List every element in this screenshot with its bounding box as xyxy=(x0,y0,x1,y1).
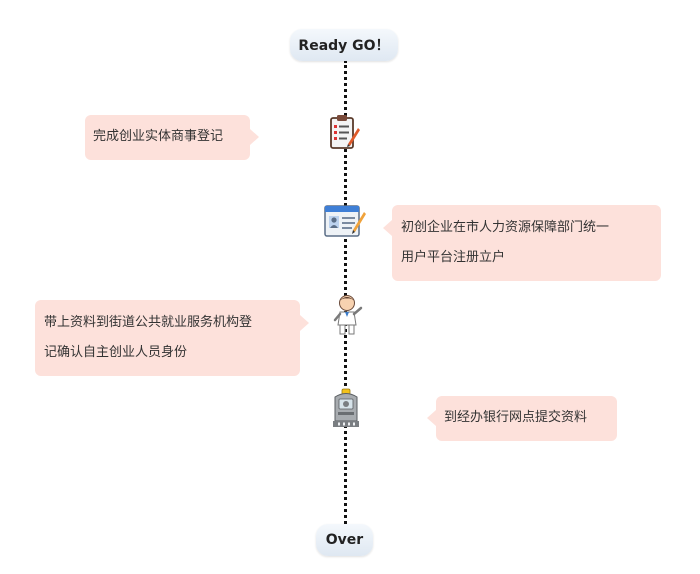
id-card-pen-icon xyxy=(323,200,367,240)
step-3-text-line-1: 带上资料到街道公共就业服务机构登 xyxy=(44,315,253,330)
bubble-pointer xyxy=(427,410,436,426)
start-label: Ready GO！ xyxy=(298,38,390,54)
step-4-bubble: 到经办银行网点提交资料 xyxy=(427,396,617,441)
start-node: Ready GO！ xyxy=(290,29,398,61)
bubble-pointer xyxy=(383,220,392,236)
step-1-bubble: 完成创业实体商事登记 xyxy=(85,115,259,160)
step-4-text: 到经办银行网点提交资料 xyxy=(444,410,588,425)
bubble-pointer xyxy=(250,129,259,145)
step-3-text-line-2: 记确认自主创业人员身份 xyxy=(44,345,188,360)
end-node: Over xyxy=(316,524,373,556)
step-2-text-line-1: 初创企业在市人力资源保障部门统一 xyxy=(401,220,610,235)
person-icon xyxy=(332,293,364,337)
end-label: Over xyxy=(325,532,364,548)
step-1-text: 完成创业实体商事登记 xyxy=(93,129,224,144)
bank-atm-icon xyxy=(329,387,361,429)
step-2-bubble: 初创企业在市人力资源保障部门统一 用户平台注册立户 xyxy=(383,205,661,281)
timeline-dotted-line xyxy=(344,60,347,530)
step-2-text-line-2: 用户平台注册立户 xyxy=(401,250,506,265)
clipboard-checklist-icon xyxy=(328,114,360,152)
step-3-bubble: 带上资料到街道公共就业服务机构登 记确认自主创业人员身份 xyxy=(35,300,309,376)
bubble-pointer xyxy=(300,315,309,331)
